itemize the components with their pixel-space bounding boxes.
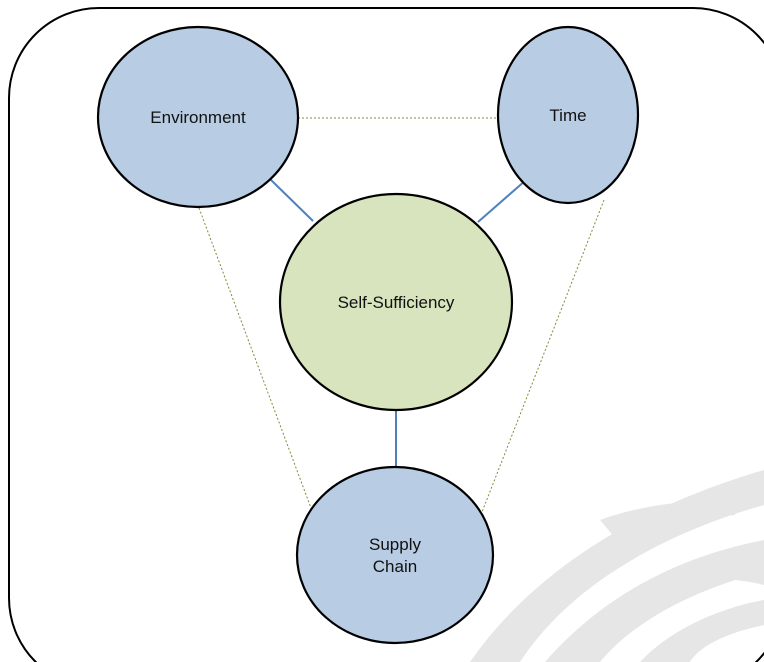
node-environment-label: Environment (150, 108, 246, 127)
node-time-label: Time (549, 106, 586, 125)
node-supply-chain-label: Chain (373, 557, 417, 576)
node-self-sufficiency-shape (278, 192, 514, 412)
globe-watermark (470, 470, 764, 662)
diagram-nodes: Environment TimeSelf-SufficiencySupplyCha… (96, 25, 640, 645)
node-time: Time (496, 25, 640, 205)
node-time-shape (496, 25, 640, 205)
edge-time-to-supply-chain (481, 199, 605, 513)
node-environment-shape (96, 25, 300, 209)
node-supply-chain-label: Supply (369, 535, 421, 554)
diagram-edges (198, 117, 605, 513)
node-environment: Environment (96, 25, 300, 209)
node-self-sufficiency: Self-Sufficiency (278, 192, 514, 412)
node-self-sufficiency-label: Self-Sufficiency (338, 293, 455, 312)
diagram-frame (8, 7, 764, 662)
edge-environment-to-self-sufficiency (269, 178, 314, 222)
edge-environment-to-supply-chain (198, 207, 312, 509)
node-supply-chain-shape (295, 465, 495, 645)
edge-time-to-self-sufficiency (477, 179, 527, 223)
